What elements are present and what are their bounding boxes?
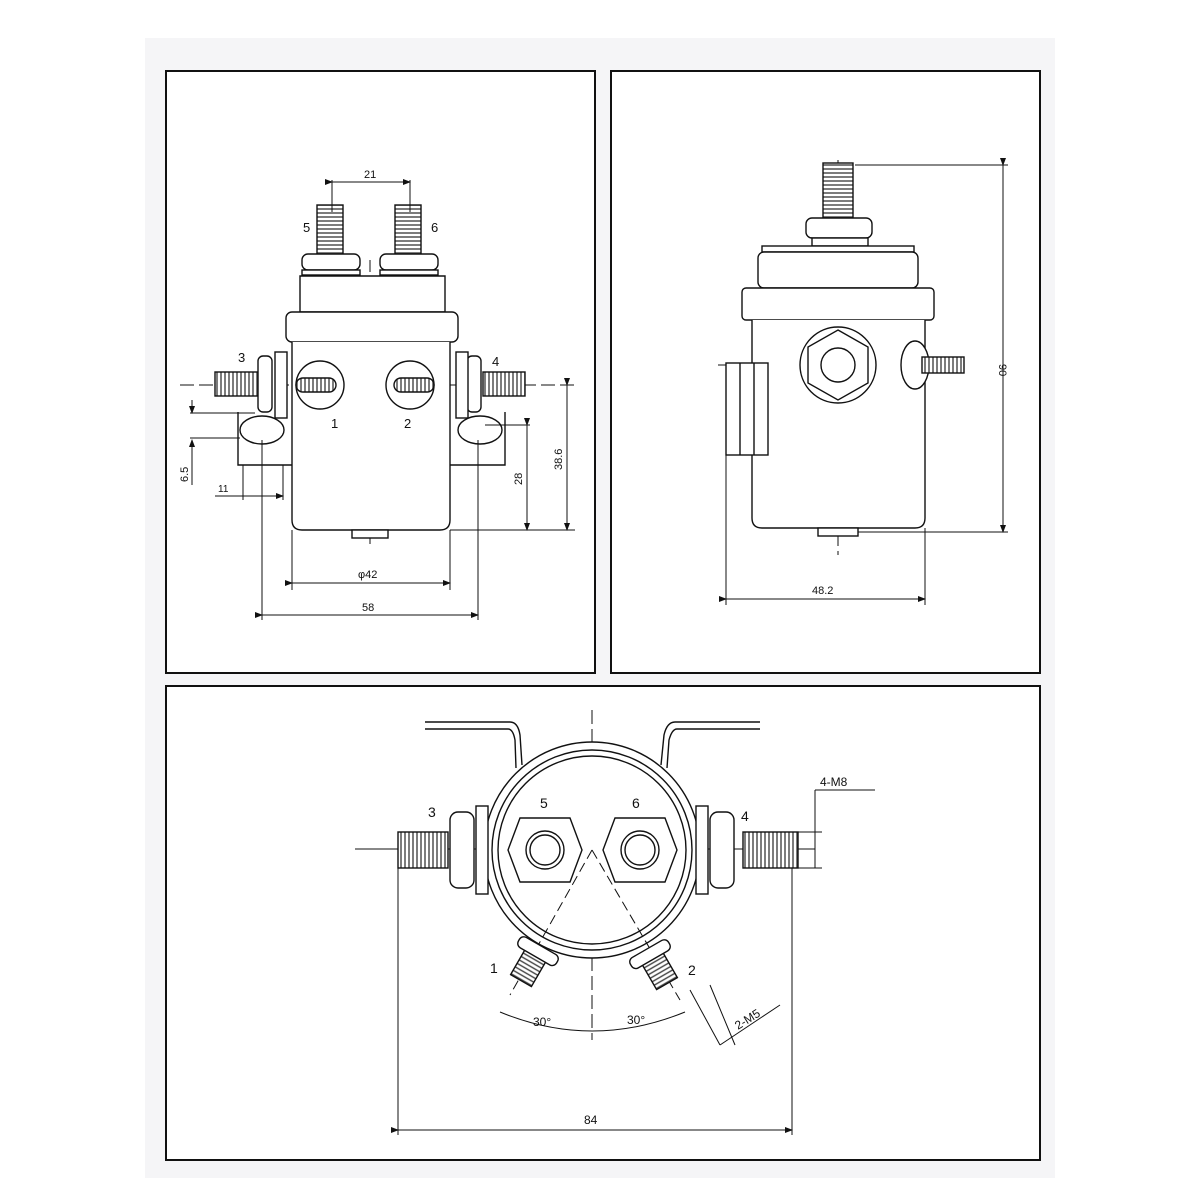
dim-main-thread: 4-M8: [820, 775, 848, 789]
dim-bracket-width: 11: [218, 484, 229, 495]
dim-overall-width: 84: [584, 1113, 598, 1127]
label-terminal-6-top: 6: [632, 795, 640, 811]
dim-mount-width: 58: [362, 602, 374, 614]
label-terminal-2-top: 2: [688, 962, 696, 978]
dim-total-height: 90: [996, 364, 1008, 376]
dim-small-thread: 2-M5: [732, 1006, 763, 1033]
top-view: [355, 710, 875, 1135]
label-terminal-5: 5: [303, 220, 310, 235]
label-terminal-1: 1: [331, 416, 338, 431]
label-terminal-3-top: 3: [428, 804, 436, 820]
front-view: [180, 179, 575, 620]
side-view-labels: 90 48.2: [812, 364, 1008, 597]
label-terminal-3: 3: [238, 350, 245, 365]
dim-angle-left: 30°: [533, 1015, 551, 1029]
label-terminal-2: 2: [404, 416, 411, 431]
dim-width: 48.2: [812, 585, 833, 597]
label-terminal-1-top: 1: [490, 960, 498, 976]
label-terminal-6: 6: [431, 220, 438, 235]
dim-height-28: 28: [513, 473, 525, 485]
side-view: [718, 158, 1008, 605]
label-terminal-5-top: 5: [540, 795, 548, 811]
label-terminal-4: 4: [492, 354, 499, 369]
dim-body-diameter: φ42: [358, 569, 377, 581]
label-terminal-4-top: 4: [741, 808, 749, 824]
dim-height-38: 38.6: [553, 449, 565, 470]
dim-angle-right: 30°: [627, 1013, 645, 1027]
front-view-labels: 5 6 3 4 1 2 21 58 φ42 11 6.5 28 38.6: [179, 169, 565, 614]
dim-left-offset: 6.5: [179, 467, 191, 482]
dim-stud-spacing: 21: [364, 169, 376, 181]
